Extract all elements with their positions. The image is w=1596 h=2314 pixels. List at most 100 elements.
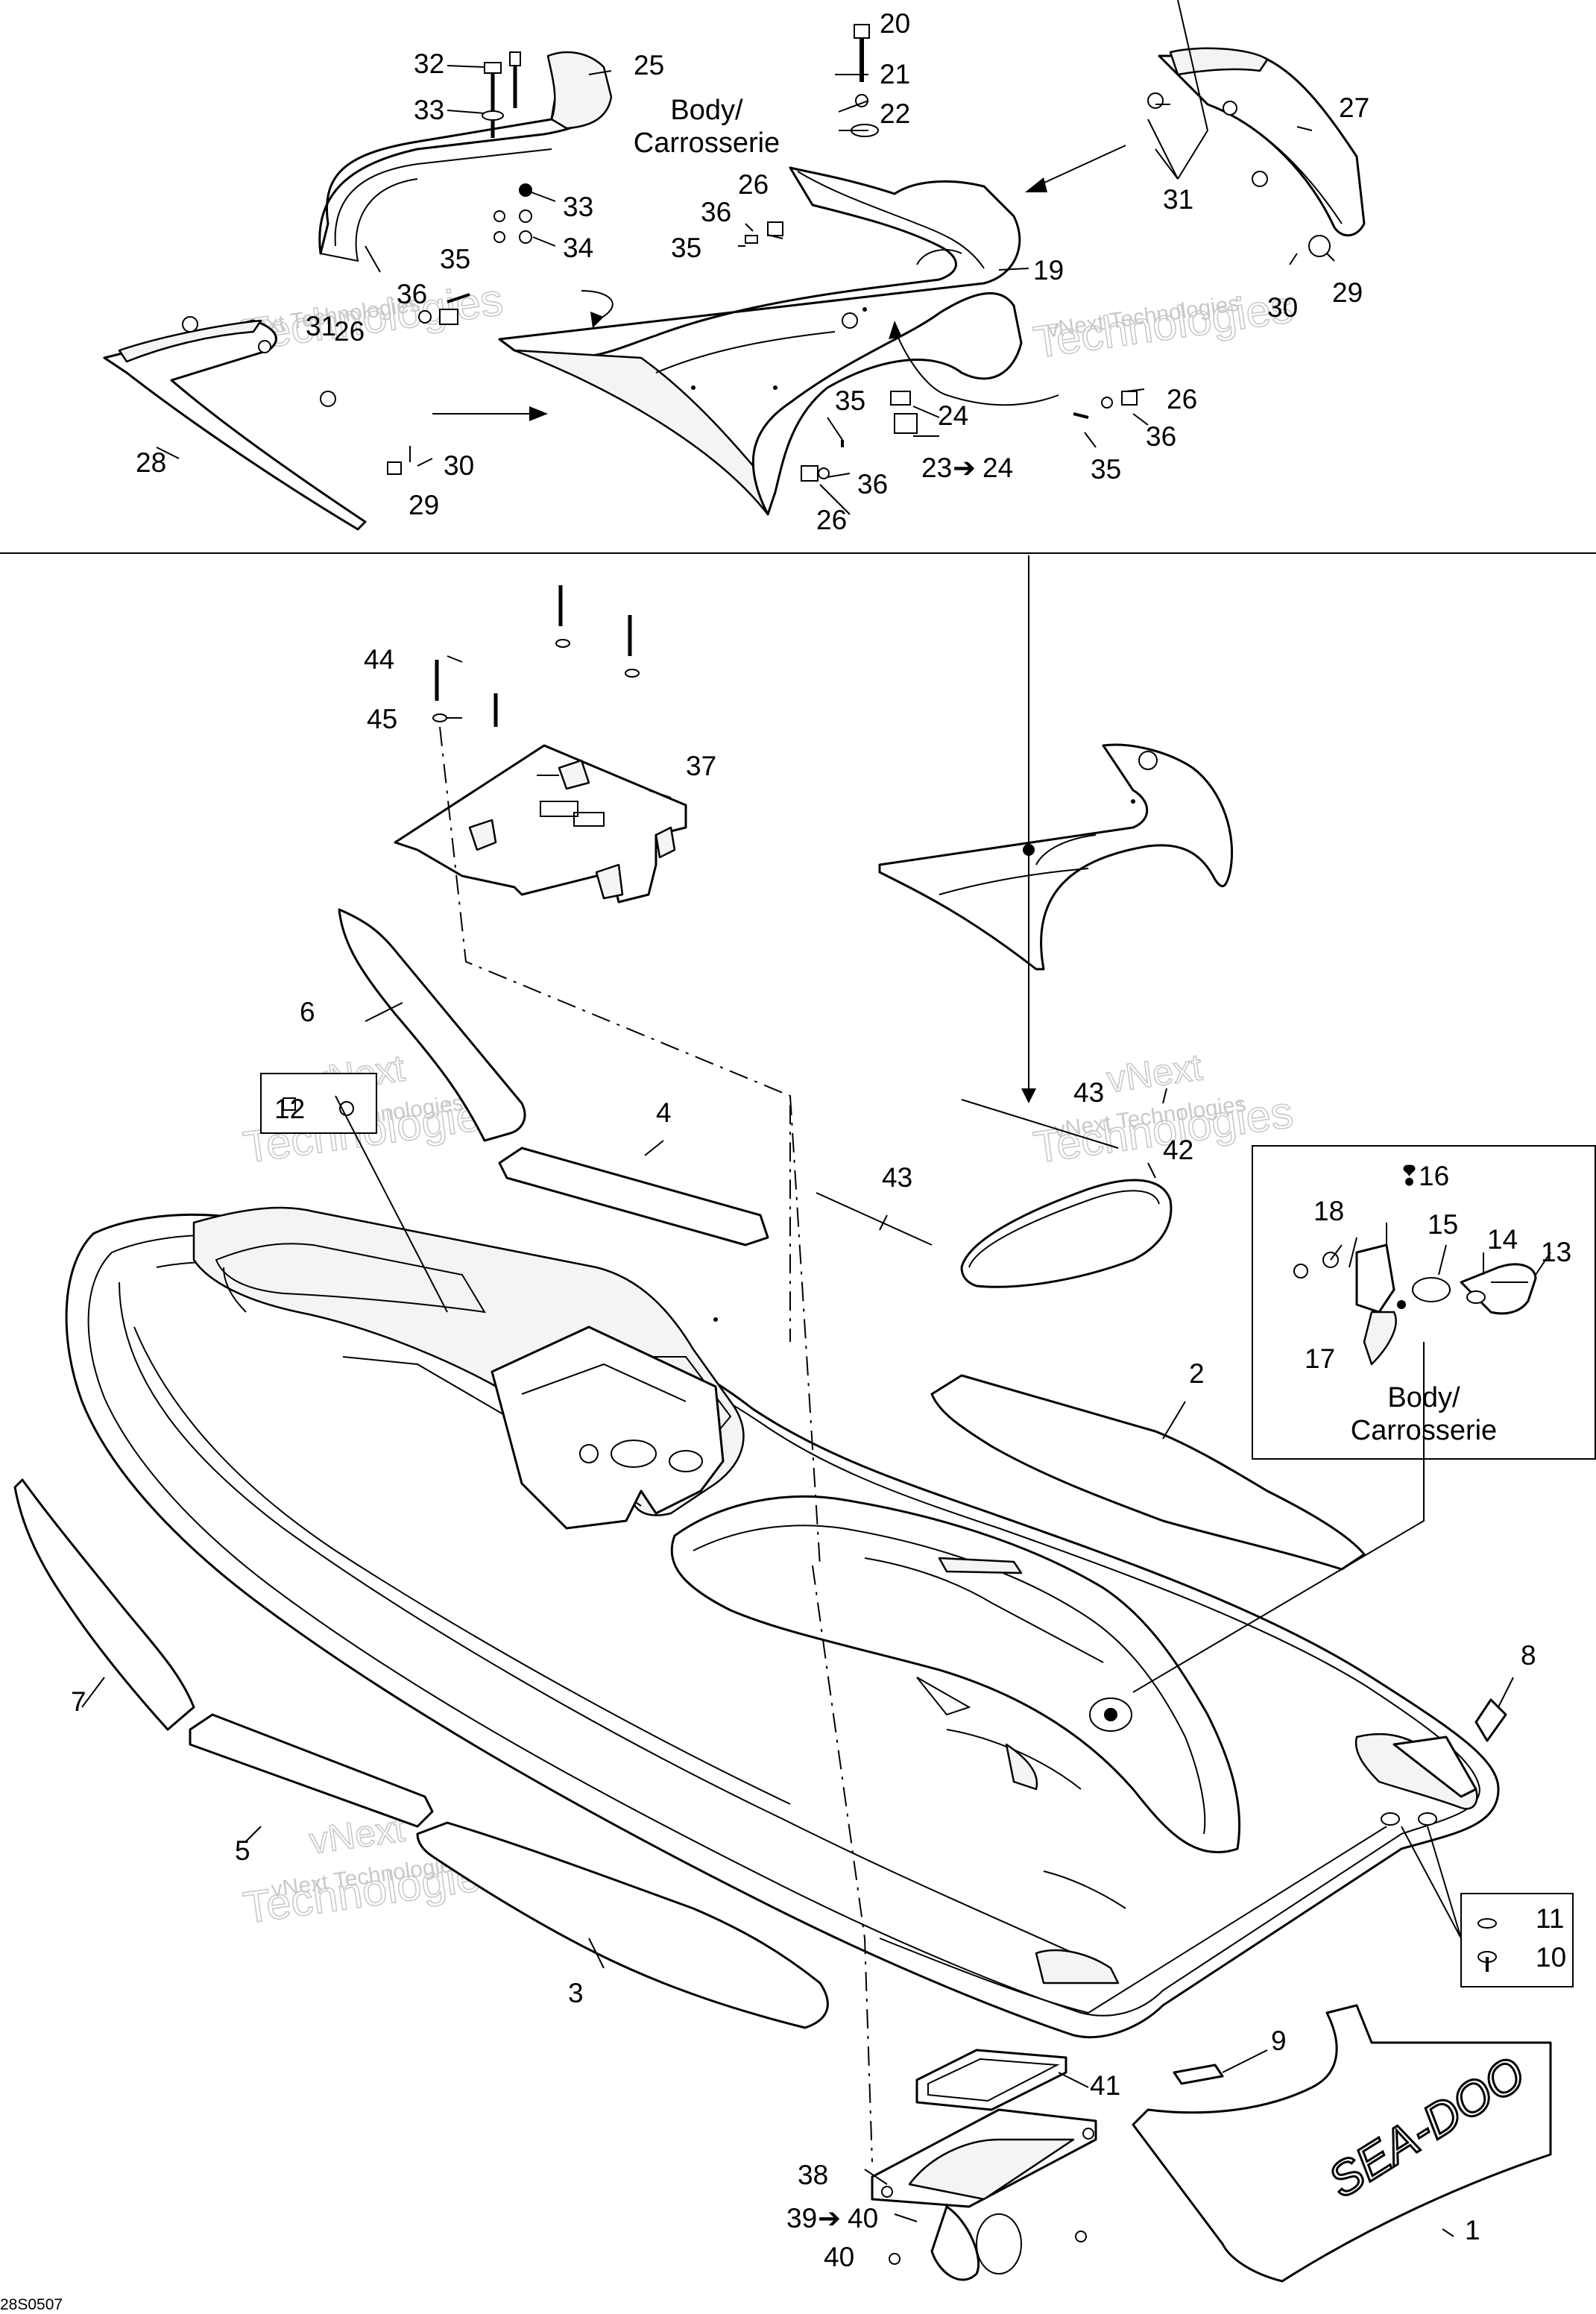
callout-38: 38 [798, 2160, 828, 2190]
callout-7: 7 [71, 1686, 86, 1717]
callout-18: 18 [1313, 1196, 1344, 1226]
callout-29b: 29 [1332, 277, 1363, 308]
body-label-line1: Body/ [670, 95, 743, 126]
fasteners-44-45 [432, 585, 640, 727]
inset-body-label-line1: Body/ [1387, 1382, 1460, 1413]
callout-36a: 36 [701, 197, 731, 227]
part-3-decal [416, 1821, 829, 2029]
callout-16: ❢ 16 [1398, 1161, 1449, 1191]
callout-45: 45 [367, 704, 397, 734]
callout-33b: 33 [563, 192, 593, 222]
part-8-decal [1474, 1698, 1507, 1742]
callout-26a: 26 [738, 169, 769, 200]
fasteners-32-34 [482, 51, 532, 244]
svg-text:➔: ➔ [953, 453, 976, 483]
part-6-decal [338, 908, 526, 1142]
svg-text:➔: ➔ [818, 2203, 841, 2233]
part-42-seal [960, 1179, 1173, 1288]
part-19-body-front [498, 166, 1023, 516]
callout-14: 14 [1487, 1224, 1518, 1255]
callout-35b: 35 [440, 244, 470, 274]
callout-31a: 31 [306, 311, 336, 341]
part-37-seat-base [394, 744, 687, 904]
callout-28: 28 [136, 447, 166, 478]
callout-26c: 26 [816, 505, 847, 535]
part-27-rear-trim [1158, 47, 1366, 237]
callout-24: 24 [938, 400, 968, 431]
inset-box-10-11 [1460, 1893, 1574, 1987]
callout-30b: 30 [1267, 292, 1298, 323]
part-41-gasket [915, 2049, 1067, 2111]
callout-8: 8 [1521, 1640, 1536, 1671]
callout-39-40: 39 ➔ 40 [786, 2203, 878, 2233]
inset-body-label-line2: Carrosserie [1351, 1415, 1497, 1446]
part-19-body-front-detail [878, 743, 1234, 971]
callout-9: 9 [1271, 2025, 1287, 2056]
svg-text:vNext: vNext [1105, 1046, 1205, 1100]
callout-43b: 43 [1073, 1077, 1104, 1108]
callout-35a: 35 [671, 233, 701, 263]
callout-23-24: 23 ➔ 24 [921, 453, 1013, 483]
part-4-decal [498, 1147, 769, 1246]
callout-40b: 40 [824, 2242, 854, 2272]
callout-43a: 43 [882, 1162, 912, 1193]
callout-21: 21 [880, 59, 910, 89]
callout-1: 1 [1465, 2215, 1480, 2245]
body-label-inset: Body/ Carrosserie [1351, 1382, 1497, 1446]
part-25-grab-handle [318, 51, 613, 262]
callout-15: 15 [1428, 1209, 1458, 1240]
callout-numbers: 20 21 22 32 33 25 33 34 27 31 30 29 19 2… [71, 8, 1571, 2272]
callout-12: 12 [274, 1094, 305, 1124]
callout-26b: 26 [334, 316, 365, 347]
part-1-decal: SEA-DOO [1132, 2004, 1552, 2283]
body-label-line2: Carrosserie [634, 127, 780, 159]
callout-20: 20 [880, 8, 910, 39]
main-leaders [81, 655, 1551, 2237]
callout-33a: 33 [414, 95, 444, 125]
fasteners-misc-top [182, 24, 1331, 482]
callout-44: 44 [364, 644, 394, 675]
callout-36b: 36 [397, 279, 427, 309]
callout-13: 13 [1541, 1237, 1571, 1267]
callout-17: 17 [1305, 1343, 1335, 1374]
watermark: Technologies vNext Technologies [1030, 281, 1297, 368]
callout-22: 22 [880, 98, 910, 129]
svg-text:40: 40 [848, 2203, 878, 2233]
part-38-storage-bin [871, 2108, 1097, 2281]
inset-box-12 [260, 1073, 377, 1134]
callout-41: 41 [1090, 2070, 1120, 2101]
svg-text:39: 39 [786, 2203, 817, 2233]
part-28-side-trim [103, 319, 367, 531]
callout-30a: 30 [444, 450, 474, 481]
callout-32: 32 [414, 48, 444, 79]
callout-11: 11 [1536, 1903, 1564, 1934]
top-leaders [156, 0, 1335, 515]
callout-29a: 29 [409, 490, 439, 520]
svg-text:24: 24 [982, 453, 1013, 483]
callout-6: 6 [300, 997, 315, 1027]
part-43-strip [816, 1099, 1119, 1246]
construction-lines [439, 726, 873, 2163]
callout-36c: 36 [857, 469, 888, 499]
callout-3: 3 [568, 1978, 584, 2008]
part-7-decal [13, 1478, 195, 1731]
part-9-decal [1173, 2064, 1224, 2085]
callout-34: 34 [563, 233, 593, 263]
callout-26d: 26 [1167, 384, 1197, 414]
callout-37: 37 [686, 751, 716, 781]
callout-35c: 35 [835, 385, 865, 416]
callout-31b: 31 [1163, 184, 1193, 215]
callout-2: 2 [1189, 1358, 1205, 1389]
callout-42: 42 [1163, 1135, 1193, 1165]
callout-19: 19 [1033, 255, 1064, 286]
drawing-reference: 28S0507 [0, 2296, 63, 2313]
parts-10-11 [1477, 1918, 1497, 1972]
callout-4: 4 [656, 1097, 672, 1128]
callout-10: 10 [1536, 1942, 1566, 1973]
callout-35d: 35 [1091, 454, 1121, 485]
body-label-top: Body/ Carrosserie [634, 95, 780, 159]
callout-5: 5 [235, 1835, 250, 1866]
drop-icon: ❢ [1398, 1161, 1421, 1191]
part-2-decal [930, 1374, 1366, 1571]
